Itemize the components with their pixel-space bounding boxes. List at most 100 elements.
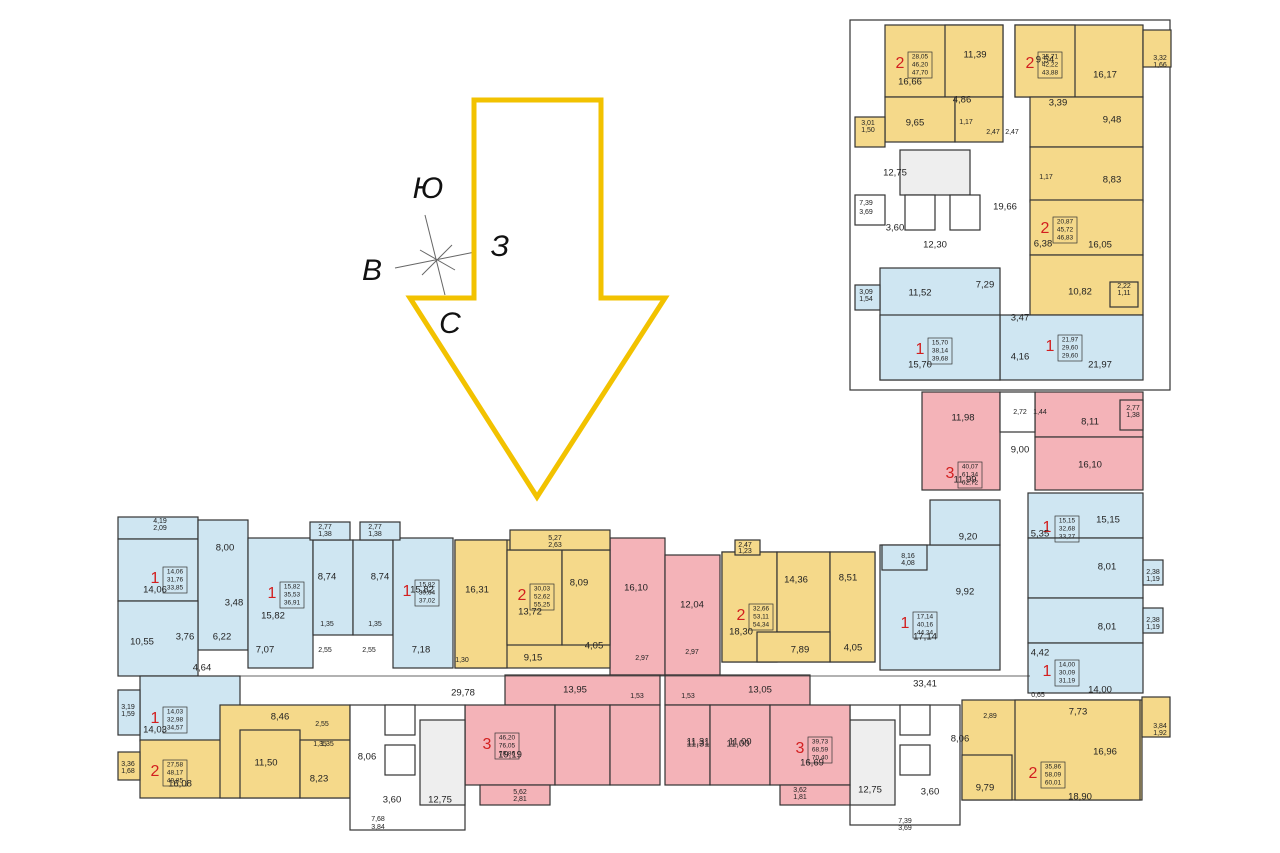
room-area: 8,11 [1081,417,1099,428]
room-area: 11,99 [953,475,976,486]
apartment-area: 17,14 [917,614,934,621]
balcony-area: 1,81 [793,794,807,801]
room-area: 2,47 [1005,129,1019,136]
balcony-area: 1,92 [1153,730,1167,737]
room-area: 14,36 [784,575,808,586]
room-area: 7,18 [412,645,431,656]
apartment-area: 15,82 [284,584,301,591]
balcony-area: 0,65 [1031,692,1045,699]
room-area: 15,15 [1096,515,1120,526]
room-area: 9,20 [959,532,978,543]
room-count: 2 [737,607,746,624]
apartment-area-box [1037,51,1063,79]
room-count: 1 [916,341,925,358]
room-area: 8,74 [371,572,390,583]
apartment-area-box [907,51,933,79]
room-count: 2 [518,587,527,604]
left-blue-block [117,516,454,742]
right-bottom-yellow [961,696,1171,801]
room-area: 33,41 [913,679,937,690]
balcony-area: 3,01 [861,120,875,127]
room-area: 8,00 [216,543,235,554]
room-area: 19,19 [498,750,522,761]
balcony-area: 1,23 [738,548,752,555]
apartment-area: 39,73 [812,739,829,746]
room-area: 11,31 [686,739,709,750]
balcony-area: 1,38 [318,531,332,538]
room-area: 3,47 [1011,313,1030,324]
room-area: 6,38 [1034,239,1053,250]
room-area: 12,04 [680,600,704,611]
room-area: 11,98 [951,413,974,424]
apartment-area: 62,72 [962,480,979,487]
apartment-area-box [957,461,983,489]
apartment-area: 40,07 [962,464,979,471]
apartment-area: 32,98 [167,717,184,724]
room-count: 3 [796,740,805,757]
room-area: 1,53 [630,693,644,700]
apartment-area: 47,70 [912,70,929,77]
apartment-area: 55,25 [534,602,551,609]
room-area: 7,89 [791,645,810,656]
room-area: 16,69 [800,758,824,769]
room-area: 9,54 [1036,55,1055,66]
center-left-yellow [454,529,611,669]
room-area: 12,75 [428,795,452,806]
room-area: 8,06 [951,734,970,745]
balcony-area: 1,50 [861,127,875,134]
right-pink-block [921,391,1144,491]
room-area: 7,07 [256,645,275,656]
room-area: 14,00 [1088,685,1112,696]
apartment-area: 33,85 [167,585,184,592]
room-area: 1,44 [1033,409,1047,416]
room-area: 8,06 [358,752,377,763]
room-area: 17,14 [913,632,937,643]
balcony-area: 2,22 [1117,283,1131,290]
room-area: 16,08 [168,779,192,790]
balcony-area: 3,36 [121,761,135,768]
room-count: 1 [1043,663,1052,680]
apartment-area-box [1054,515,1080,543]
balcony-area: 1,59 [121,711,135,718]
room-area: 8,01 [1098,562,1117,573]
room-count: 2 [896,55,905,72]
room-area: 15,82 [261,611,285,622]
balcony-area: 7,68 [371,816,385,823]
room-area: 1,17 [959,119,973,126]
apartment-area: 40,16 [917,622,934,629]
room-area: 9,00 [1011,445,1030,456]
room-area: 4,16 [1011,352,1030,363]
balcony-area: 1,11 [1117,290,1130,297]
apartment-area: 30,09 [1059,670,1076,677]
apartment-area: 37,02 [419,598,436,605]
balcony-area: 7,39 [898,818,912,825]
room-area: 2,47 [986,129,1000,136]
apartment-area: 27,58 [167,762,184,769]
balcony-labels: 3,011,503,321,667,393,693,091,542,221,11… [121,55,1167,832]
center-pink [464,537,851,806]
room-area: 16,66 [898,77,922,88]
room-area: 11,52 [908,288,931,299]
room-area: 5,35 [1031,529,1050,540]
balcony-area: 1,38 [368,531,382,538]
apartment-area: 15,15 [1059,518,1076,525]
balcony-area: 3,32 [1153,55,1167,62]
room-area: 16,17 [1093,70,1117,81]
room-area: 4,05 [844,643,863,654]
room-area: 8,83 [1103,175,1122,186]
apartment-area: 25,71 [1042,54,1059,61]
compass: Ю З В С [362,172,509,340]
apartment-area: 30,03 [534,586,551,593]
apartment-area: 21,97 [1062,337,1079,344]
room-area: 16,05 [1088,240,1112,251]
apartment-area: 36,91 [284,600,301,607]
apartment-area: 32,68 [1059,526,1076,533]
room-area: 13,72 [518,607,542,618]
apartment-area: 39,68 [932,356,949,363]
